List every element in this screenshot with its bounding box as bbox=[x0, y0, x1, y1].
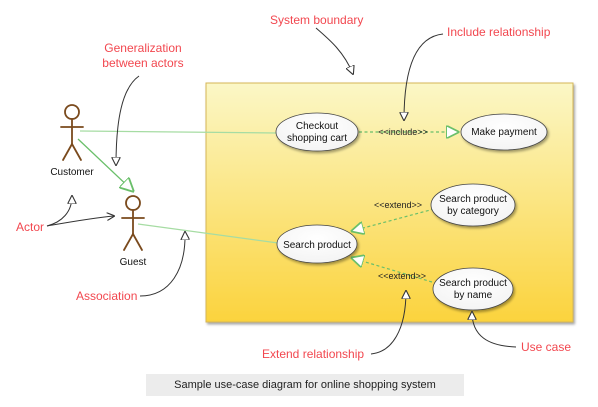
extend-stereotype-name: <<extend>> bbox=[378, 271, 426, 281]
use-case-search-product-label: Search product bbox=[283, 240, 351, 251]
use-case-search-by-category-line2: by category bbox=[447, 206, 499, 217]
use-case-make-payment[interactable]: Make payment bbox=[460, 113, 548, 151]
use-case-search-by-name-line1: Search product bbox=[439, 278, 507, 289]
annotation-actor: Actor bbox=[16, 220, 44, 234]
annotation-association: Association bbox=[76, 289, 137, 303]
use-case-checkout-line1: Checkout bbox=[296, 121, 338, 132]
annotation-arrow-generalization bbox=[116, 75, 140, 165]
annotation-extend-relationship: Extend relationship bbox=[262, 347, 364, 361]
actor-customer-label: Customer bbox=[50, 167, 94, 178]
use-case-checkout[interactable]: Checkout shopping cart bbox=[275, 112, 359, 152]
extend-stereotype-category: <<extend>> bbox=[374, 200, 422, 210]
use-case-search-by-name[interactable]: Search product by name bbox=[432, 267, 514, 311]
actor-guest-label: Guest bbox=[120, 257, 147, 268]
annotation-arrow-include bbox=[404, 33, 444, 120]
include-stereotype: <<include>> bbox=[378, 127, 428, 137]
use-case-make-payment-label: Make payment bbox=[471, 127, 537, 138]
generalization-line bbox=[77, 138, 133, 191]
actor-guest[interactable] bbox=[121, 195, 145, 251]
extend-line-name bbox=[352, 258, 433, 283]
use-case-search-by-name-line2: by name bbox=[454, 290, 493, 301]
actor-customer[interactable] bbox=[60, 104, 84, 161]
annotation-use-case: Use case bbox=[521, 340, 571, 354]
annotation-arrow-extend bbox=[370, 291, 406, 355]
annotation-arrow-actor-guest bbox=[46, 216, 114, 227]
use-case-search-product[interactable]: Search product bbox=[276, 224, 358, 264]
annotation-include-relationship: Include relationship bbox=[447, 25, 551, 39]
annotation-arrow-use-case bbox=[472, 312, 517, 348]
association-guest-search bbox=[137, 223, 279, 244]
association-customer-checkout bbox=[79, 130, 277, 134]
annotation-generalization-line1: Generalization bbox=[104, 41, 181, 55]
use-case-search-by-category[interactable]: Search product by category bbox=[430, 183, 516, 227]
annotation-arrow-actor-customer bbox=[46, 196, 72, 227]
annotation-system-boundary: System boundary bbox=[270, 13, 363, 27]
annotation-arrow-association bbox=[139, 232, 185, 297]
annotation-arrow-system-boundary bbox=[315, 27, 353, 74]
use-case-checkout-line2: shopping cart bbox=[287, 133, 347, 144]
annotation-generalization-line2: between actors bbox=[102, 56, 183, 70]
use-case-search-by-category-line1: Search product bbox=[439, 194, 507, 205]
diagram-caption: Sample use-case diagram for online shopp… bbox=[146, 374, 464, 396]
